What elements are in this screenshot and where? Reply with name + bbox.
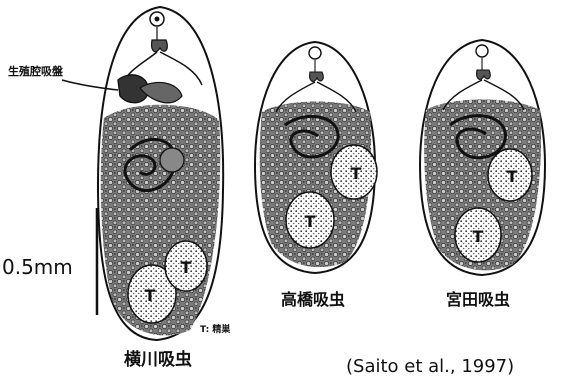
testis-mark: T <box>145 286 156 305</box>
testis-mark: T <box>473 227 484 246</box>
testis-mark: T <box>181 258 192 277</box>
ovary <box>160 148 184 172</box>
scale-label: 0.5mm <box>2 257 73 277</box>
specimen-name-yokogawa: 横川吸虫 <box>124 352 192 369</box>
testis-mark: T <box>351 164 362 183</box>
testis-mark: T <box>507 167 518 186</box>
testis-legend: T: 精巣 <box>200 326 230 335</box>
oral-sucker <box>309 47 321 59</box>
specimen-name-takahashi: 高橋吸虫 <box>281 292 345 308</box>
testis-mark: T <box>305 212 316 231</box>
genital-sucker-label: 生殖腔吸盤 <box>8 66 63 77</box>
specimen-takahashi <box>255 42 377 273</box>
oral-sucker <box>476 45 488 57</box>
citation: (Saito et al., 1997) <box>346 358 514 376</box>
specimen-name-miyata: 宮田吸虫 <box>446 292 510 308</box>
specimen-yokogawa <box>98 7 223 340</box>
